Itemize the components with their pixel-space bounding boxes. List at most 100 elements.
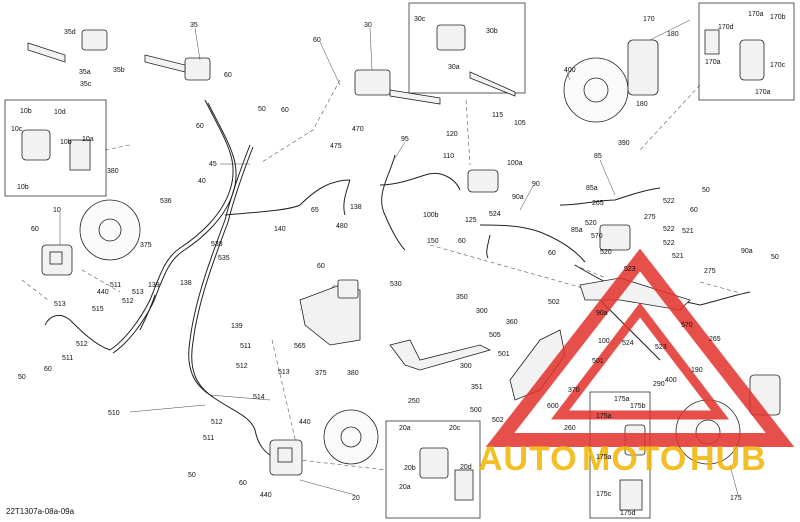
label-100a: 100a <box>507 160 523 167</box>
label-265-b: 265 <box>709 336 721 343</box>
label-90a-a: 90a <box>512 194 524 201</box>
label-150: 150 <box>427 238 439 245</box>
label-60-d: 60 <box>196 123 204 130</box>
label-60-e: 60 <box>31 226 39 233</box>
label-375-a: 375 <box>140 242 152 249</box>
label-30b: 30b <box>486 28 498 35</box>
label-522-c: 522 <box>663 240 675 247</box>
inset-box-master-30 <box>408 2 526 94</box>
label-523-a: 523 <box>624 266 636 273</box>
label-535: 535 <box>218 255 230 262</box>
label-100-c: 100 <box>598 338 610 345</box>
label-501-b: 501 <box>592 358 604 365</box>
caliper-170-inset <box>704 29 765 81</box>
label-511-c: 511 <box>62 355 73 362</box>
label-514: 514 <box>253 394 265 401</box>
part-labels: 35d 35 35a 35b 35c 30 30c 30b 30a 170 17… <box>11 11 786 517</box>
label-275-b: 275 <box>704 268 716 275</box>
rear-master-cylinder-30-inset <box>436 24 516 97</box>
label-85a: 85a <box>586 185 598 192</box>
label-522-a: 522 <box>663 198 675 205</box>
label-190: 190 <box>691 367 703 374</box>
label-30: 30 <box>364 22 372 29</box>
label-10c: 10c <box>11 126 23 133</box>
label-175: 175 <box>730 495 742 502</box>
label-60-g: 60 <box>548 250 556 257</box>
label-175a-3: 175a <box>596 454 612 461</box>
label-139-b: 139 <box>231 323 243 330</box>
label-290: 290 <box>653 381 665 388</box>
label-570-b: 570 <box>681 322 693 329</box>
label-90a-c: 90a <box>596 310 608 317</box>
label-390: 390 <box>618 140 630 147</box>
label-170a-3: 170a <box>755 89 771 96</box>
label-170c: 170c <box>770 62 786 69</box>
label-60-b: 60 <box>224 72 232 79</box>
label-139-a: 139 <box>148 282 160 289</box>
label-10d: 10d <box>54 109 66 116</box>
label-520-a: 520 <box>585 220 597 227</box>
label-20d: 20d <box>460 464 472 471</box>
watermark-text-auto: AUTO <box>478 440 578 478</box>
label-10b-2: 10b <box>60 139 72 146</box>
label-50-d: 50 <box>18 374 26 381</box>
label-20a-2: 20a <box>399 484 411 491</box>
caliper-10-inset <box>21 129 91 171</box>
label-50-a: 50 <box>258 106 266 113</box>
caliper-170-main <box>627 39 659 96</box>
label-510: 510 <box>108 410 120 417</box>
label-570-a: 570 <box>591 233 603 240</box>
label-480: 480 <box>336 223 348 230</box>
label-400-b: 400 <box>665 377 677 384</box>
label-10b-3: 10b <box>17 184 29 191</box>
abs-module-530 <box>299 279 361 346</box>
label-10b: 10b <box>20 108 32 115</box>
label-512-b: 512 <box>76 341 88 348</box>
label-170a: 170a <box>748 11 764 18</box>
label-511-d: 511 <box>203 435 214 442</box>
label-530: 530 <box>390 281 402 288</box>
label-50-c: 50 <box>771 254 779 261</box>
label-513-c: 513 <box>278 369 290 376</box>
label-265-a: 265 <box>592 200 604 207</box>
label-170a-2: 170a <box>705 59 721 66</box>
label-513-a: 513 <box>132 289 144 296</box>
label-40: 40 <box>198 178 206 185</box>
label-35b: 35b <box>113 67 125 74</box>
label-502-b: 502 <box>492 417 504 424</box>
label-370: 370 <box>568 387 580 394</box>
label-375-b: 375 <box>315 370 327 377</box>
label-85: 85 <box>594 153 602 160</box>
label-521-a: 521 <box>682 228 694 235</box>
label-20a: 20a <box>399 425 411 432</box>
label-440-b: 440 <box>299 419 311 426</box>
label-180-b: 180 <box>636 101 648 108</box>
label-440-c: 440 <box>260 492 272 499</box>
label-60-c: 60 <box>281 107 289 114</box>
label-50-b: 50 <box>702 187 710 194</box>
label-100b: 100b <box>423 212 439 219</box>
label-300-a: 300 <box>476 308 488 315</box>
label-45: 45 <box>209 161 217 168</box>
label-35: 35 <box>190 22 198 29</box>
label-115: 115 <box>492 112 503 119</box>
watermark-logo: AUTO MOTO HUB <box>478 248 795 478</box>
inset-box-caliper-10 <box>4 99 107 197</box>
reservoir-100a <box>467 169 499 193</box>
label-35c: 35c <box>80 81 92 88</box>
front-master-cylinder-35 <box>144 54 211 81</box>
label-512-d: 512 <box>211 419 223 426</box>
label-512-a: 512 <box>122 298 134 305</box>
label-20b: 20b <box>404 465 416 472</box>
label-60-j: 60 <box>239 480 247 487</box>
label-35a: 35a <box>79 69 91 76</box>
caliper-20-main <box>269 439 303 476</box>
label-35d: 35d <box>64 29 76 36</box>
label-500: 500 <box>470 407 482 414</box>
label-380-a: 380 <box>107 168 119 175</box>
label-600: 600 <box>547 403 559 410</box>
label-175d: 175d <box>620 510 636 517</box>
label-175c: 175c <box>596 491 612 498</box>
label-351: 351 <box>471 384 483 391</box>
